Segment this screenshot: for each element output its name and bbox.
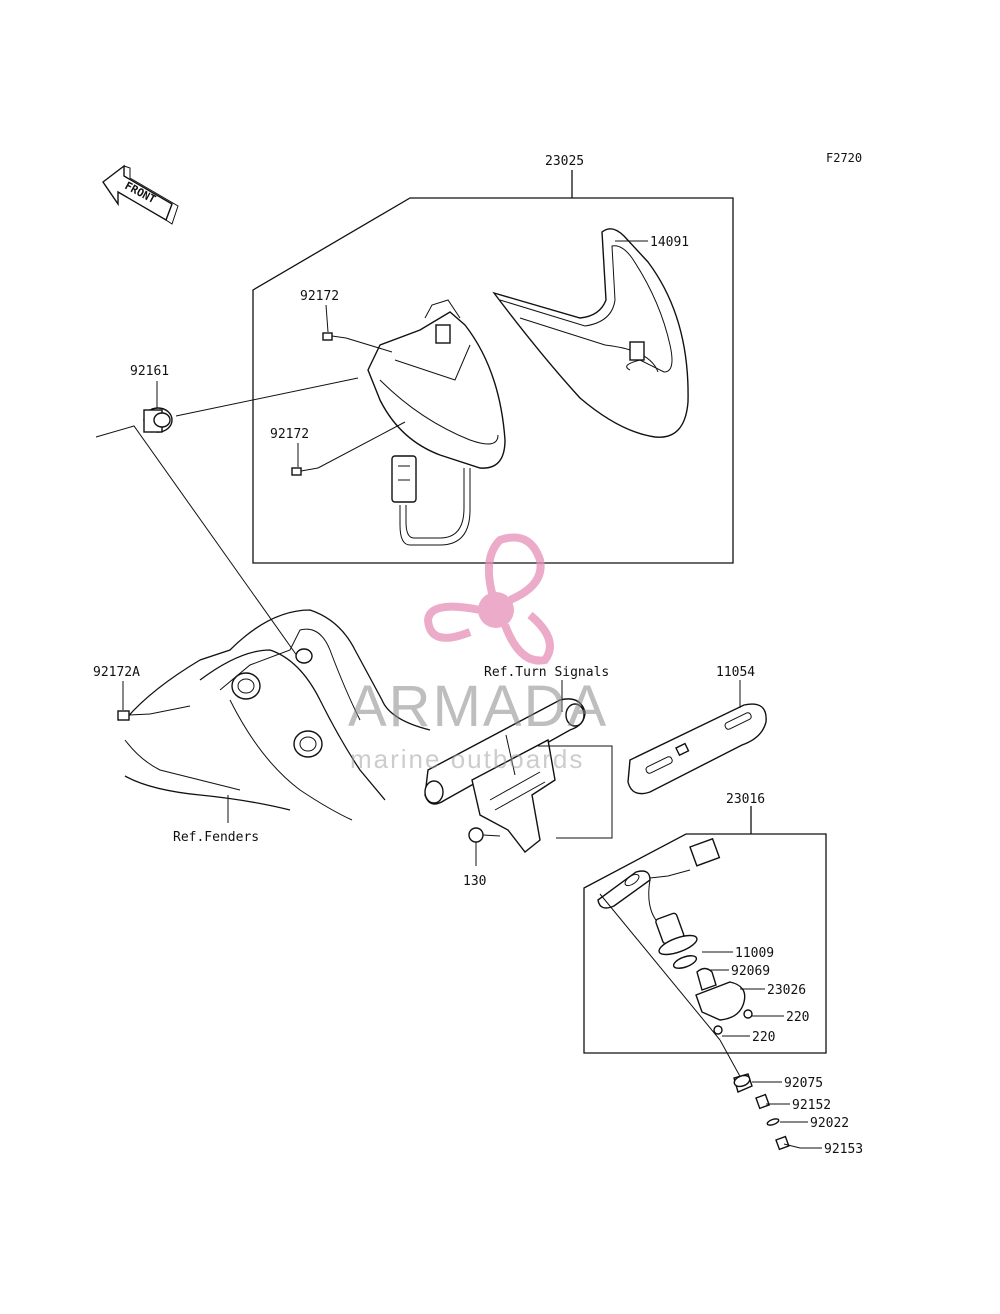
figure-code: F2720 bbox=[826, 151, 862, 165]
label-92069: 92069 bbox=[731, 964, 770, 979]
assembly-box-23016 bbox=[583, 806, 827, 1054]
label-14091: 14091 bbox=[650, 235, 689, 250]
lens-14091 bbox=[492, 228, 689, 438]
assembly-box-23025 bbox=[252, 170, 734, 564]
plate-11054 bbox=[627, 703, 767, 795]
label-130: 130 bbox=[463, 874, 486, 889]
label-92172A: 92172A bbox=[93, 665, 140, 680]
watermark-tagline: marine outboards bbox=[350, 744, 584, 774]
label-92172-top: 92172 bbox=[300, 289, 339, 304]
leader-bracket-box bbox=[538, 745, 613, 839]
label-ref-fenders: Ref.Fenders bbox=[173, 830, 259, 845]
front-arrow-icon: FRONT bbox=[102, 164, 179, 225]
label-220-b: 220 bbox=[752, 1030, 775, 1045]
label-23025: 23025 bbox=[545, 154, 584, 169]
label-92075: 92075 bbox=[784, 1076, 823, 1091]
armada-logo bbox=[423, 533, 554, 665]
propeller-icon bbox=[423, 533, 554, 665]
label-92022: 92022 bbox=[810, 1116, 849, 1131]
label-11009: 11009 bbox=[735, 946, 774, 961]
label-11054: 11054 bbox=[716, 665, 755, 680]
license-light-parts bbox=[597, 837, 753, 1041]
reference-line bbox=[95, 425, 301, 661]
label-220-a: 220 bbox=[786, 1010, 809, 1025]
screw-92172-top bbox=[322, 332, 393, 353]
label-92153: 92153 bbox=[824, 1142, 863, 1157]
leader-92172-top bbox=[325, 304, 329, 333]
label-92172-bottom: 92172 bbox=[270, 427, 309, 442]
screw-92172A bbox=[117, 705, 191, 721]
label-ref-turn-signals: Ref.Turn Signals bbox=[484, 665, 609, 680]
rear-fender bbox=[124, 609, 431, 821]
leader-92161-to-housing bbox=[175, 377, 359, 417]
label-92152: 92152 bbox=[792, 1098, 831, 1113]
tail-light-housing bbox=[367, 299, 506, 546]
label-23026: 23026 bbox=[767, 983, 806, 998]
bolt-130 bbox=[468, 827, 501, 843]
label-23016: 23016 bbox=[726, 792, 765, 807]
turn-signal-bracket bbox=[424, 698, 586, 853]
label-92161: 92161 bbox=[130, 364, 169, 379]
watermark-brand: ARMADA bbox=[348, 674, 608, 739]
screw-92172-bottom bbox=[291, 421, 406, 476]
grommet-92161 bbox=[143, 407, 173, 433]
reflector-hardware bbox=[719, 1039, 801, 1151]
